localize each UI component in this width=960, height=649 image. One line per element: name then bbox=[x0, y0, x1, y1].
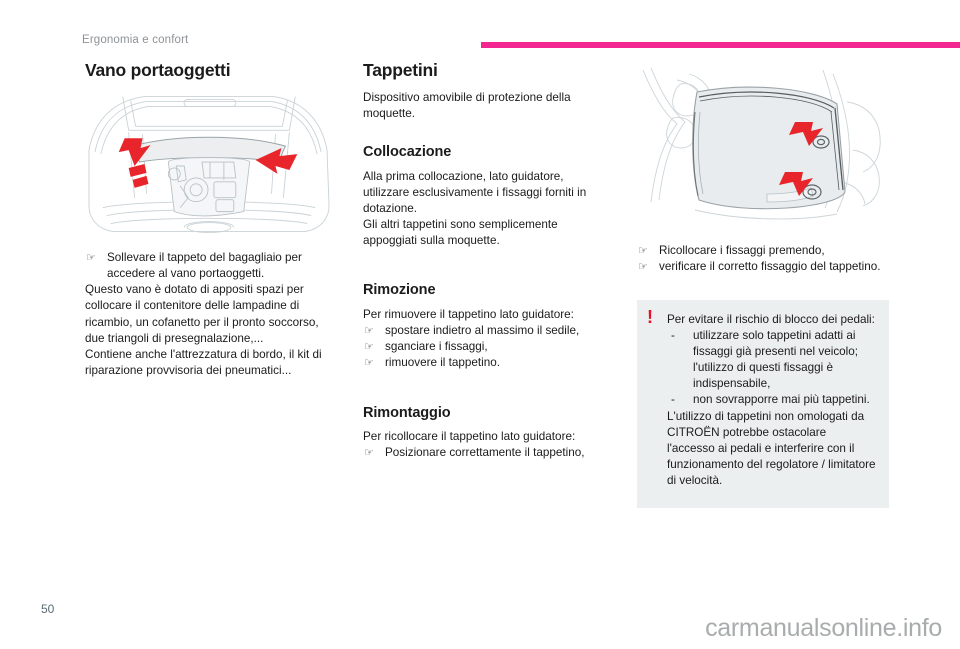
body-paragraph: Dispositivo amovibile di protezione dell… bbox=[363, 91, 571, 121]
exclamation-warning-icon: ! bbox=[647, 307, 653, 327]
fastener-steps: ☞ Ricollocare i fissaggi premendo, ☞ verif… bbox=[637, 243, 889, 275]
body-paragraph: Per ricollocare il tappetino lato guidat… bbox=[363, 430, 576, 444]
list-item-text: utilizzare solo tappetini adatti ai fiss… bbox=[693, 329, 859, 391]
site-watermark: carmanualsonline.info bbox=[705, 614, 942, 642]
list-item-text: non sovrapporre mai più tappetini. bbox=[693, 393, 870, 407]
body-paragraph: Contiene anche l'attrezzatura di bordo, … bbox=[85, 347, 322, 377]
dash-bullet-icon: - bbox=[671, 329, 675, 343]
column-middle: Tappetini Dispositivo amovibile di prote… bbox=[363, 60, 611, 461]
list-item-text: spostare indietro al massimo il sedile, bbox=[385, 324, 580, 338]
hand-pointer-icon: ☞ bbox=[364, 357, 374, 370]
hand-pointer-icon: ☞ bbox=[364, 325, 374, 338]
list-item-text: sganciare i fissaggi, bbox=[385, 340, 488, 354]
list-item: ☞ Posizionare correttamente il tappetino, bbox=[363, 445, 611, 461]
list-item-text: Ricollocare i fissaggi premendo, bbox=[659, 244, 825, 257]
subsection-title-collocazione: Collocazione bbox=[363, 144, 452, 161]
list-item: - non sovrapporre mai più tappetini. bbox=[667, 392, 876, 408]
body-paragraph: Questo vano è dotato di appositi spazi p… bbox=[85, 283, 319, 345]
list-item: ☞ sganciare i fissaggi, bbox=[363, 339, 611, 355]
list-item-text: Sollevare il tappeto del bagagliaio per … bbox=[107, 251, 302, 281]
list-item-text: rimuovere il tappetino. bbox=[385, 356, 500, 370]
dash-bullet-icon: - bbox=[671, 393, 675, 407]
page-title: Vano portaoggetti bbox=[85, 60, 231, 80]
list-item: ☞ verificare il corretto fissaggio del ta… bbox=[637, 259, 889, 275]
warning-content: ! Per evitare il rischio di blocco dei p… bbox=[637, 300, 889, 499]
rimozione-steps: ☞ spostare indietro al massimo il sedile,… bbox=[363, 323, 611, 371]
list-item: ☞ Sollevare il tappeto del bagagliaio per… bbox=[85, 250, 333, 282]
section-title-tappetini: Tappetini bbox=[363, 60, 438, 80]
list-item: - utilizzare solo tappetini adatti ai fis… bbox=[667, 328, 876, 392]
warning-tail-text: L'utilizzo di tappetini non omologati da… bbox=[667, 409, 876, 487]
warning-dash-list: - utilizzare solo tappetini adatti ai fis… bbox=[667, 328, 876, 408]
body-paragraph: Gli altri tappetini sono semplicemente a… bbox=[363, 218, 558, 248]
column-right: ☞ Ricollocare i fissaggi premendo, ☞ verif… bbox=[637, 60, 889, 275]
hand-pointer-icon: ☞ bbox=[364, 341, 374, 354]
header-accent-rule bbox=[481, 42, 960, 48]
body-paragraph: Per rimuovere il tappetino lato guidator… bbox=[363, 308, 574, 322]
column-left: Vano portaoggetti bbox=[85, 60, 333, 379]
hand-pointer-icon: ☞ bbox=[638, 245, 648, 257]
trunk-storage-compartment-illustration bbox=[88, 96, 330, 234]
subsection-title-rimozione: Rimozione bbox=[363, 282, 436, 299]
list-item: ☞ Ricollocare i fissaggi premendo, bbox=[637, 243, 889, 259]
page-number: 50 bbox=[41, 602, 55, 616]
instruction-list: ☞ Sollevare il tappeto del bagagliaio per… bbox=[85, 250, 333, 282]
list-item-text: Posizionare correttamente il tappetino, bbox=[385, 446, 585, 460]
hand-pointer-icon: ☞ bbox=[86, 252, 96, 265]
warning-lead-text: Per evitare il rischio di blocco dei ped… bbox=[667, 313, 875, 326]
list-item: ☞ rimuovere il tappetino. bbox=[363, 355, 611, 371]
floor-mat-fasteners-illustration bbox=[642, 67, 881, 220]
hand-pointer-icon: ☞ bbox=[638, 261, 648, 274]
spacer bbox=[363, 372, 611, 405]
list-item-text: verificare il corretto fissaggio del tap… bbox=[659, 260, 881, 274]
spacer bbox=[363, 249, 611, 282]
warning-callout-box: ! Per evitare il rischio di blocco dei p… bbox=[637, 300, 889, 508]
subsection-title-rimontaggio: Rimontaggio bbox=[363, 404, 451, 421]
body-paragraph: Alla prima collocazione, lato guidatore,… bbox=[363, 169, 587, 216]
rimontaggio-steps: ☞ Posizionare correttamente il tappetino, bbox=[363, 445, 611, 461]
hand-pointer-icon: ☞ bbox=[364, 447, 374, 460]
chapter-title: Ergonomia e confort bbox=[82, 34, 189, 46]
spacer bbox=[363, 122, 611, 144]
list-item: ☞ spostare indietro al massimo il sedile, bbox=[363, 323, 611, 339]
